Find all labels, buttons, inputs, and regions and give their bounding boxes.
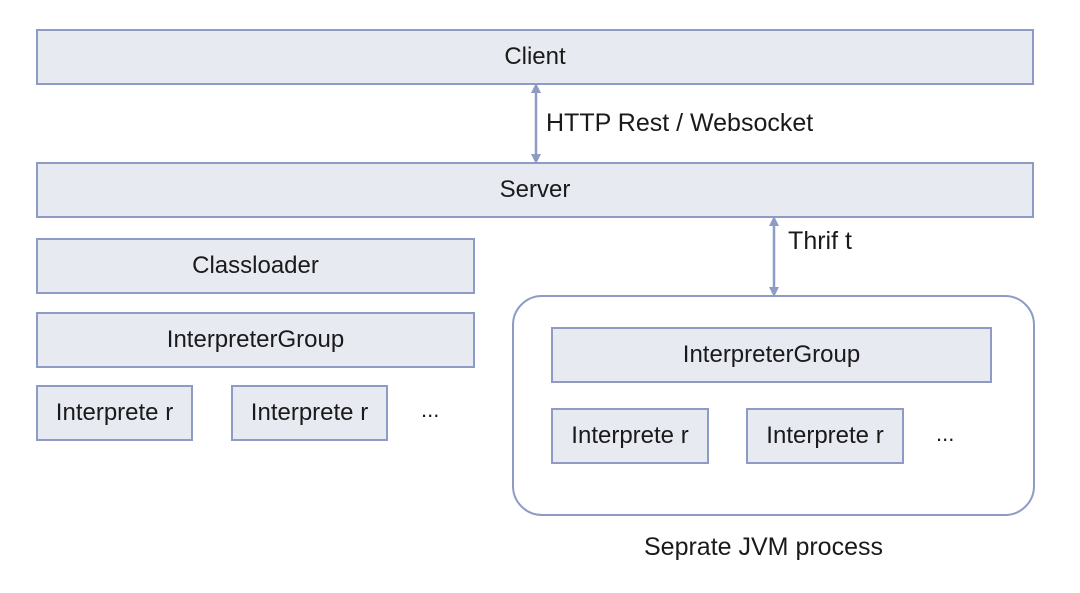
interpreter-left-1-box: Interprete r <box>36 385 193 441</box>
thrift-label: Thrif t <box>788 227 852 255</box>
interpreter-right-2-box: Interprete r <box>746 408 904 464</box>
interpreter-group-left-box: InterpreterGroup <box>36 312 475 368</box>
ellipsis-right: ... <box>936 421 955 446</box>
interpreter-right-1-box: Interprete r <box>551 408 709 464</box>
ellipsis-left: ... <box>421 397 440 422</box>
interpreter-group-right-box: InterpreterGroup <box>551 327 992 383</box>
interpreter-left-2-box: Interprete r <box>231 385 388 441</box>
client-box: Client <box>36 29 1034 85</box>
separate-jvm-process-label: Seprate JVM process <box>644 533 883 561</box>
http-rest-websocket-label: HTTP Rest / Websocket <box>546 109 814 137</box>
server-box: Server <box>36 162 1034 218</box>
classloader-box: Classloader <box>36 238 475 294</box>
